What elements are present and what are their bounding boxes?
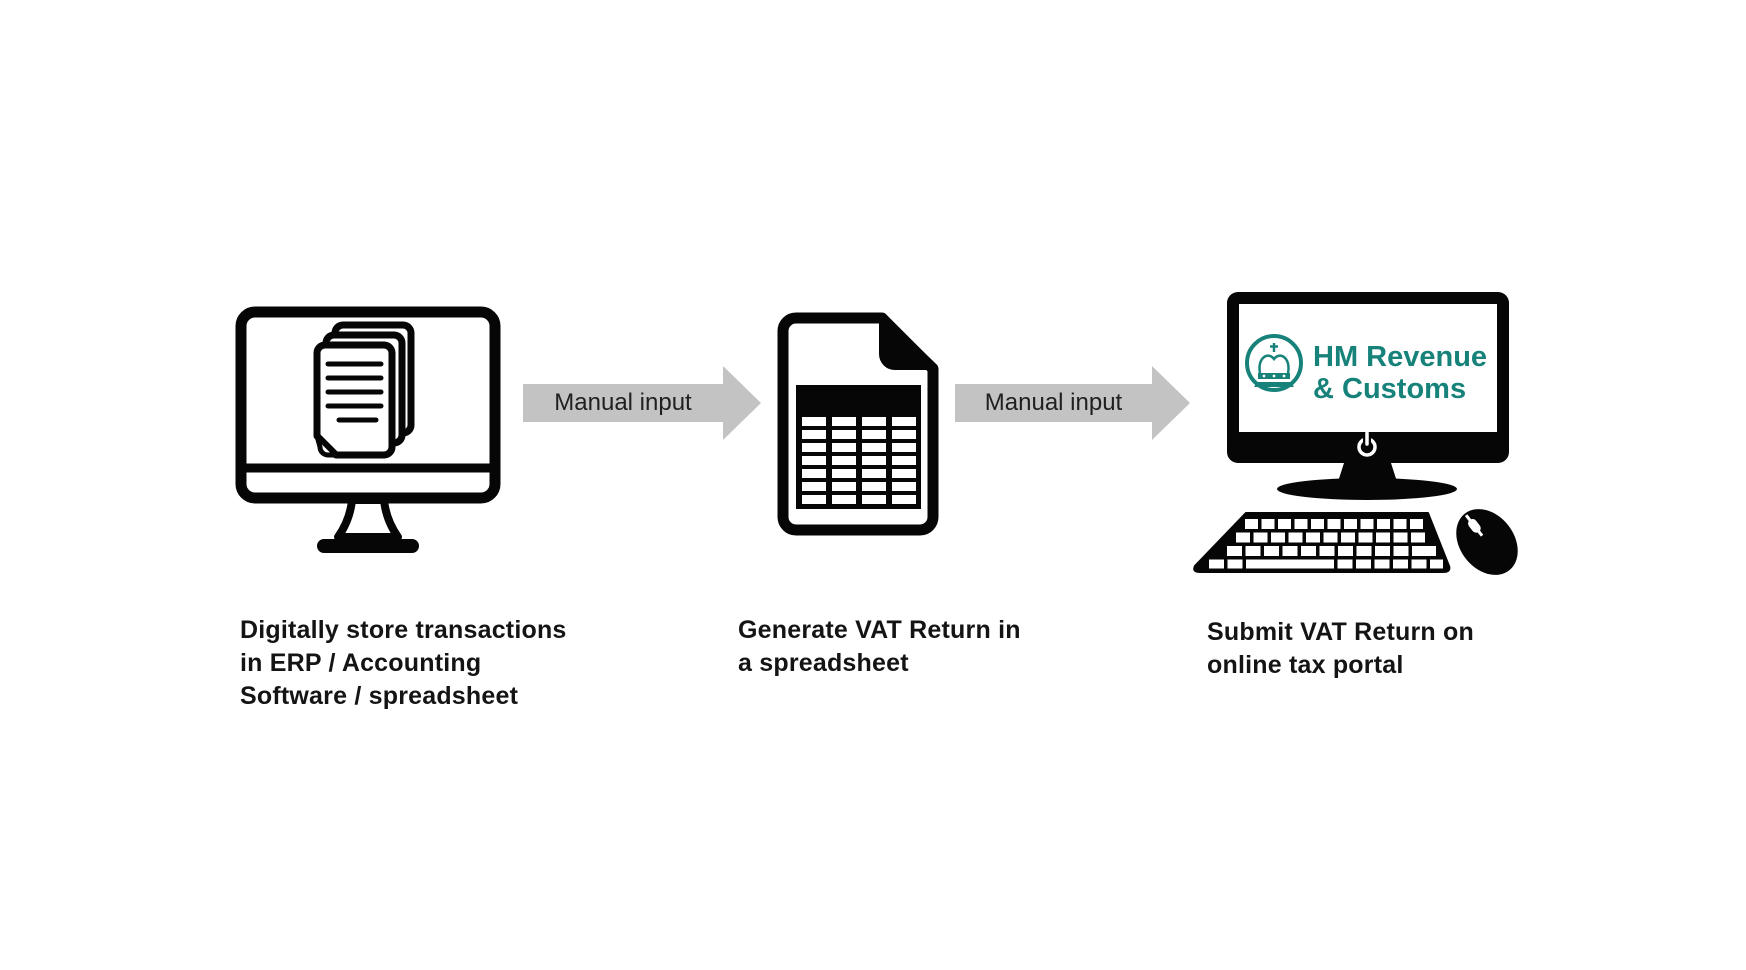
step-digitally-store-transactions: Digitally store transactions in ERP / Ac… [235, 306, 566, 710]
caption-line: in ERP / Accounting [240, 649, 482, 677]
caption-line: Software / spreadsheet [240, 682, 519, 710]
spreadsheet-table-icon [796, 385, 921, 509]
arrow-head-icon [1152, 366, 1190, 440]
caption-line: a spreadsheet [738, 649, 909, 677]
monitor-frame [1227, 292, 1509, 463]
mouse-icon [1456, 509, 1518, 575]
step-3-caption: Submit VAT Return on online tax portal [1207, 616, 1474, 682]
step-2-caption: Generate VAT Return in a spreadsheet [738, 614, 1021, 680]
hmrc-logo: HM Revenue & Customs [1245, 334, 1487, 405]
document-text-lines [325, 361, 384, 423]
arrow-label: Manual input [554, 389, 692, 416]
caption-line: Digitally store transactions [240, 616, 567, 644]
computer-with-documents-icon [235, 306, 501, 553]
hmrc-logo-line2: & Customs [1313, 373, 1466, 405]
caption-line: online tax portal [1207, 651, 1404, 679]
step-submit-vat-return: HM Revenue & Customs [1183, 286, 1533, 679]
step-1-caption: Digitally store transactions in ERP / Ac… [240, 614, 567, 713]
spreadsheet-file-icon [777, 312, 939, 536]
power-icon [1357, 431, 1377, 457]
arrow-head-icon [723, 366, 761, 440]
arrow-label: Manual input [984, 389, 1123, 416]
keyboard-icon [1193, 512, 1451, 573]
hmrc-crown-circle [1245, 334, 1303, 392]
arrow-body: Manual input [523, 384, 723, 422]
arrow-body: Manual input [955, 384, 1152, 422]
hmrc-crown-icon [1254, 343, 1294, 387]
caption-line: Submit VAT Return on [1207, 618, 1474, 646]
hmrc-computer-icon: HM Revenue & Customs [1193, 292, 1518, 575]
monitor-stand [317, 496, 419, 553]
file-folded-corner-icon [879, 313, 938, 370]
monitor-stand [1277, 463, 1457, 500]
hmrc-logo-line1: HM Revenue [1313, 341, 1487, 373]
caption-line: Generate VAT Return in [738, 616, 1021, 644]
